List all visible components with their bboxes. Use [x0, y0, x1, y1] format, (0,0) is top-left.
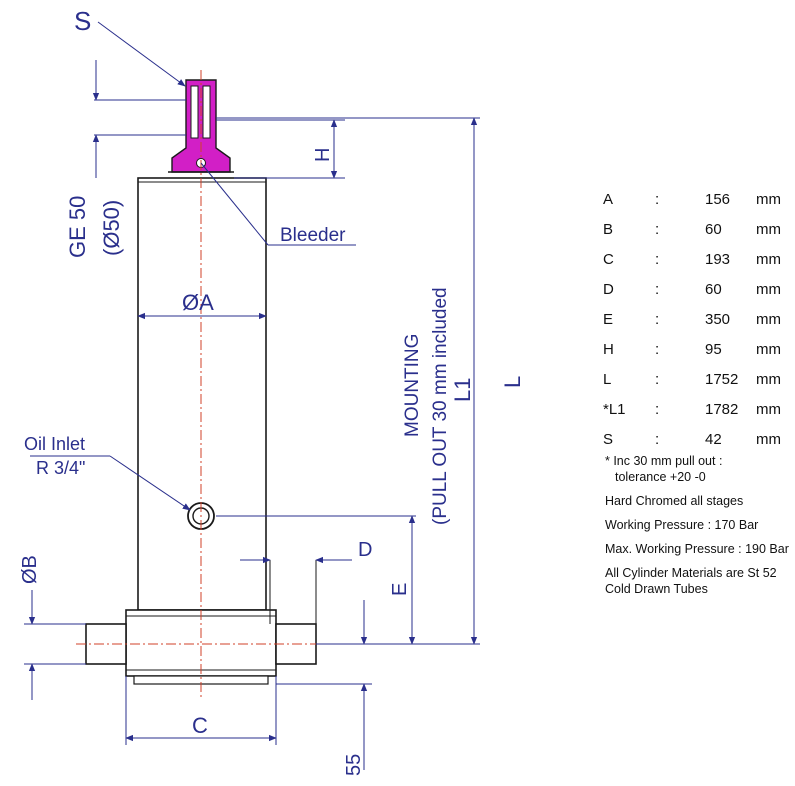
spec-key: C: [603, 251, 614, 268]
spec-row: E: 350 mm: [603, 305, 788, 335]
spec-unit: mm: [756, 371, 781, 388]
label-oil-inlet: Oil Inlet: [24, 434, 85, 454]
label-oil-thread: R 3/4": [36, 458, 85, 478]
label-mounting: MOUNTING: [402, 334, 423, 437]
label-e: E: [389, 583, 411, 596]
dimension-lines: [24, 21, 480, 770]
label-l: L: [500, 376, 525, 388]
note-max-pressure: Max. Working Pressure : 190 Bar: [605, 542, 789, 556]
label-h: H: [312, 148, 334, 162]
spec-unit: mm: [756, 191, 781, 208]
spec-sep: :: [655, 341, 660, 358]
spec-unit: mm: [756, 251, 781, 268]
spec-value: 1782: [705, 401, 739, 418]
label-l1: L1: [450, 378, 475, 402]
label-phi-b: ØB: [19, 555, 41, 584]
label-d: D: [358, 539, 372, 561]
spec-unit: mm: [756, 341, 781, 358]
spec-unit: mm: [756, 281, 781, 298]
spec-key: A: [603, 191, 614, 208]
spec-key: S: [603, 431, 614, 448]
spec-sep: :: [655, 281, 660, 298]
spec-sep: :: [655, 431, 660, 448]
spec-notes: * Inc 30 mm pull out : tolerance +20 -0 …: [605, 453, 790, 605]
spec-row: S: 42 mm: [603, 425, 788, 455]
spec-value: 60: [705, 221, 722, 238]
spec-row: A: 156 mm: [603, 185, 788, 215]
label-phi-a: ØA: [182, 290, 214, 315]
label-55: 55: [343, 754, 365, 776]
spec-key: D: [603, 281, 614, 298]
spec-row: C: 193 mm: [603, 245, 788, 275]
note-tolerance: tolerance +20 -0: [615, 470, 706, 484]
spec-sep: :: [655, 191, 660, 208]
spec-row: D: 60 mm: [603, 275, 788, 305]
spec-row: H: 95 mm: [603, 335, 788, 365]
spec-value: 193: [705, 251, 731, 268]
spec-row: *L1: 1782 mm: [603, 395, 788, 425]
spec-key: E: [603, 311, 614, 328]
note-working-pressure: Working Pressure : 170 Bar: [605, 518, 759, 532]
spec-unit: mm: [756, 401, 781, 418]
label-c: C: [192, 713, 208, 738]
spec-sep: :: [655, 221, 660, 238]
label-s: S: [74, 6, 91, 36]
spec-value: 95: [705, 341, 722, 358]
spec-unit: mm: [756, 431, 781, 448]
spec-sep: :: [655, 401, 660, 418]
label-ge-dia: (Ø50): [99, 200, 124, 256]
spec-sep: :: [655, 251, 660, 268]
spec-key: L: [603, 371, 612, 388]
spec-table: A: 156 mm B: 60 mm C: 193 mm D: 60 mm E: 350 mm H:…: [603, 185, 788, 455]
spec-key: B: [603, 221, 614, 238]
spec-unit: mm: [756, 311, 781, 328]
spec-row: L: 1752 mm: [603, 365, 788, 395]
note-inc-line1: * Inc 30 mm pull out :: [605, 454, 723, 468]
spec-value: 60: [705, 281, 722, 298]
spec-unit: mm: [756, 221, 781, 238]
label-pull-out: (PULL OUT 30 mm included: [430, 287, 451, 525]
spec-sep: :: [655, 311, 660, 328]
spec-key: *L1: [603, 401, 626, 418]
cylinder-body: [137, 177, 267, 611]
spec-value: 1752: [705, 371, 739, 388]
spec-key: H: [603, 341, 614, 358]
center-lines: [76, 70, 330, 700]
note-chromed: Hard Chromed all stages: [605, 494, 744, 508]
spec-row: B: 60 mm: [603, 215, 788, 245]
spec-value: 350: [705, 311, 731, 328]
note-materials: All Cylinder Materials are St 52 Cold Dr…: [605, 566, 777, 596]
label-bleeder: Bleeder: [280, 225, 346, 246]
spec-sep: :: [655, 371, 660, 388]
label-ge: GE 50: [65, 196, 90, 258]
spec-value: 42: [705, 431, 722, 448]
bottom-trunnion: [85, 560, 317, 685]
note-pull-out: * Inc 30 mm pull out : tolerance +20 -0: [605, 453, 790, 485]
spec-value: 156: [705, 191, 731, 208]
